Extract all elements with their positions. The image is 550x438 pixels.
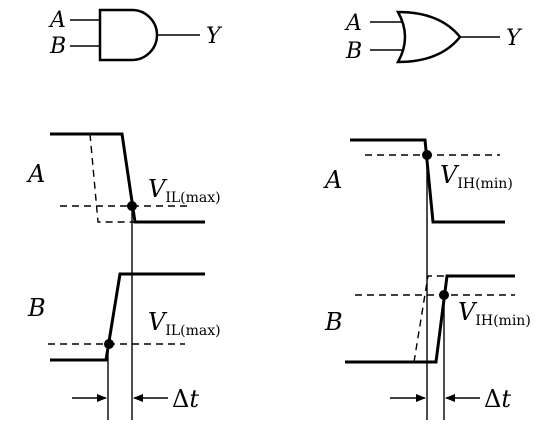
or-output-label: Y <box>506 26 523 51</box>
right-b-solid-wave <box>345 274 515 364</box>
left-waveform-a <box>50 132 205 224</box>
left-a-dashed-wave <box>89 133 135 223</box>
and-input-a-label: A <box>48 8 66 33</box>
right-signal-b-label: B <box>324 308 343 336</box>
left-a-solid-wave <box>50 132 205 224</box>
or-input-b-label: B <box>345 39 362 64</box>
right-b-dashed-wave <box>413 275 447 363</box>
or-gate <box>370 10 500 64</box>
left-delta-label: Δt <box>172 385 199 413</box>
left-threshold-b-label: VIL(max) <box>148 308 221 339</box>
right-delta-marker <box>390 155 480 420</box>
left-b-crossing-dot <box>104 339 114 349</box>
right-a-solid-wave <box>350 138 505 224</box>
left-signal-b-label: B <box>27 294 46 322</box>
right-waveform-b <box>345 274 515 364</box>
and-gate <box>70 8 200 62</box>
and-gate-body <box>98 8 159 62</box>
left-waveform-b <box>48 272 205 362</box>
right-signal-a-label: A <box>323 166 342 194</box>
left-b-solid-wave <box>50 272 205 362</box>
right-threshold-a-label: VIH(min) <box>440 161 513 192</box>
right-threshold-b-label: VIH(min) <box>458 298 531 329</box>
and-output-label: Y <box>206 24 223 49</box>
right-delta-label: Δt <box>484 385 511 413</box>
left-threshold-a-label: VIL(max) <box>148 175 221 206</box>
and-input-b-label: B <box>49 34 66 59</box>
left-signal-a-label: A <box>26 160 45 188</box>
or-gate-body <box>395 10 462 64</box>
or-input-a-label: A <box>344 11 362 36</box>
left-delta-marker <box>72 206 168 420</box>
